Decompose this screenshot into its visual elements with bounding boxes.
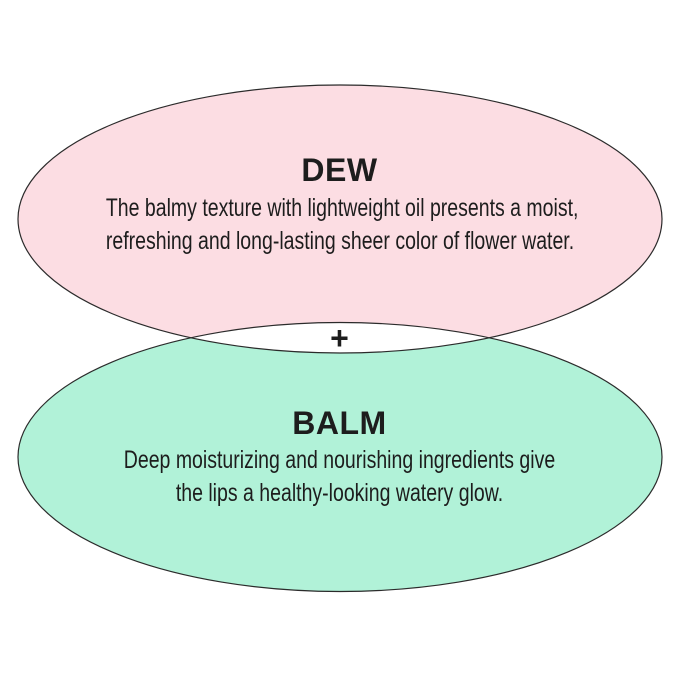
top-ellipse-outline <box>17 84 663 354</box>
dew-description-line2: refreshing and long-lasting sheer color … <box>105 227 575 255</box>
bottom-ellipse-outline <box>17 321 663 593</box>
balm-description-line2: the lips a healthy-looking watery glow. <box>175 479 504 507</box>
dew-heading: DEW <box>301 152 378 188</box>
dew-description: The balmy texture with lightweight oil p… <box>40 192 639 258</box>
bottom-ellipse-shape <box>18 322 662 592</box>
balm-heading: BALM <box>292 405 387 441</box>
balm-description: Deep moisturizing and nourishing ingredi… <box>40 444 639 510</box>
dew-description-line1: The balmy texture with lightweight oil p… <box>105 194 579 222</box>
balm-description-line1: Deep moisturizing and nourishing ingredi… <box>123 446 556 474</box>
plus-sign: + <box>330 320 349 356</box>
top-ellipse-shape <box>18 85 662 353</box>
